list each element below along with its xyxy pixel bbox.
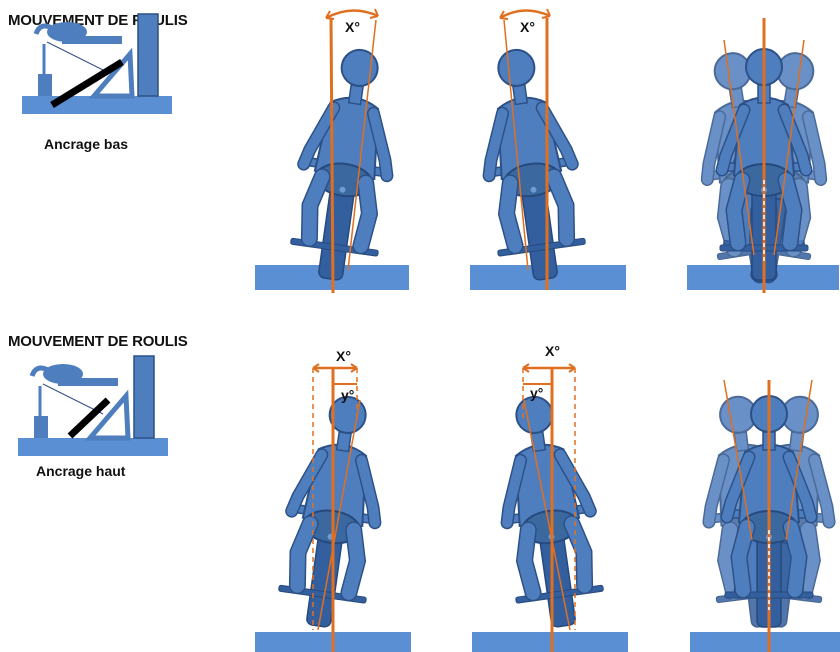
panel-3-row1 xyxy=(686,18,840,293)
angle-label-y: y° xyxy=(530,385,543,401)
angle-label-x: X° xyxy=(336,348,351,364)
platform xyxy=(472,632,628,652)
rider-figure xyxy=(286,44,405,285)
panel-1-row2: X° y° xyxy=(255,348,411,652)
rider-figure xyxy=(470,44,589,285)
rider-figure xyxy=(488,391,607,632)
anchor-bar-high xyxy=(70,400,108,436)
panel-2-row1: X° xyxy=(470,9,626,290)
simulator-icon-row1 xyxy=(22,14,172,114)
platform xyxy=(690,632,840,652)
vertical-axis xyxy=(331,18,333,293)
simulator-icon-row2 xyxy=(18,356,168,456)
angle-label-x: X° xyxy=(345,19,360,35)
panel-2-row2: X° y° xyxy=(472,343,628,652)
angle-label-y: y° xyxy=(341,387,354,403)
panel-1-row1: X° xyxy=(255,9,409,293)
angle-arc xyxy=(326,10,378,18)
angle-label-x: X° xyxy=(545,343,560,359)
angle-label-x: X° xyxy=(520,19,535,35)
panel-3-row2 xyxy=(690,380,840,652)
